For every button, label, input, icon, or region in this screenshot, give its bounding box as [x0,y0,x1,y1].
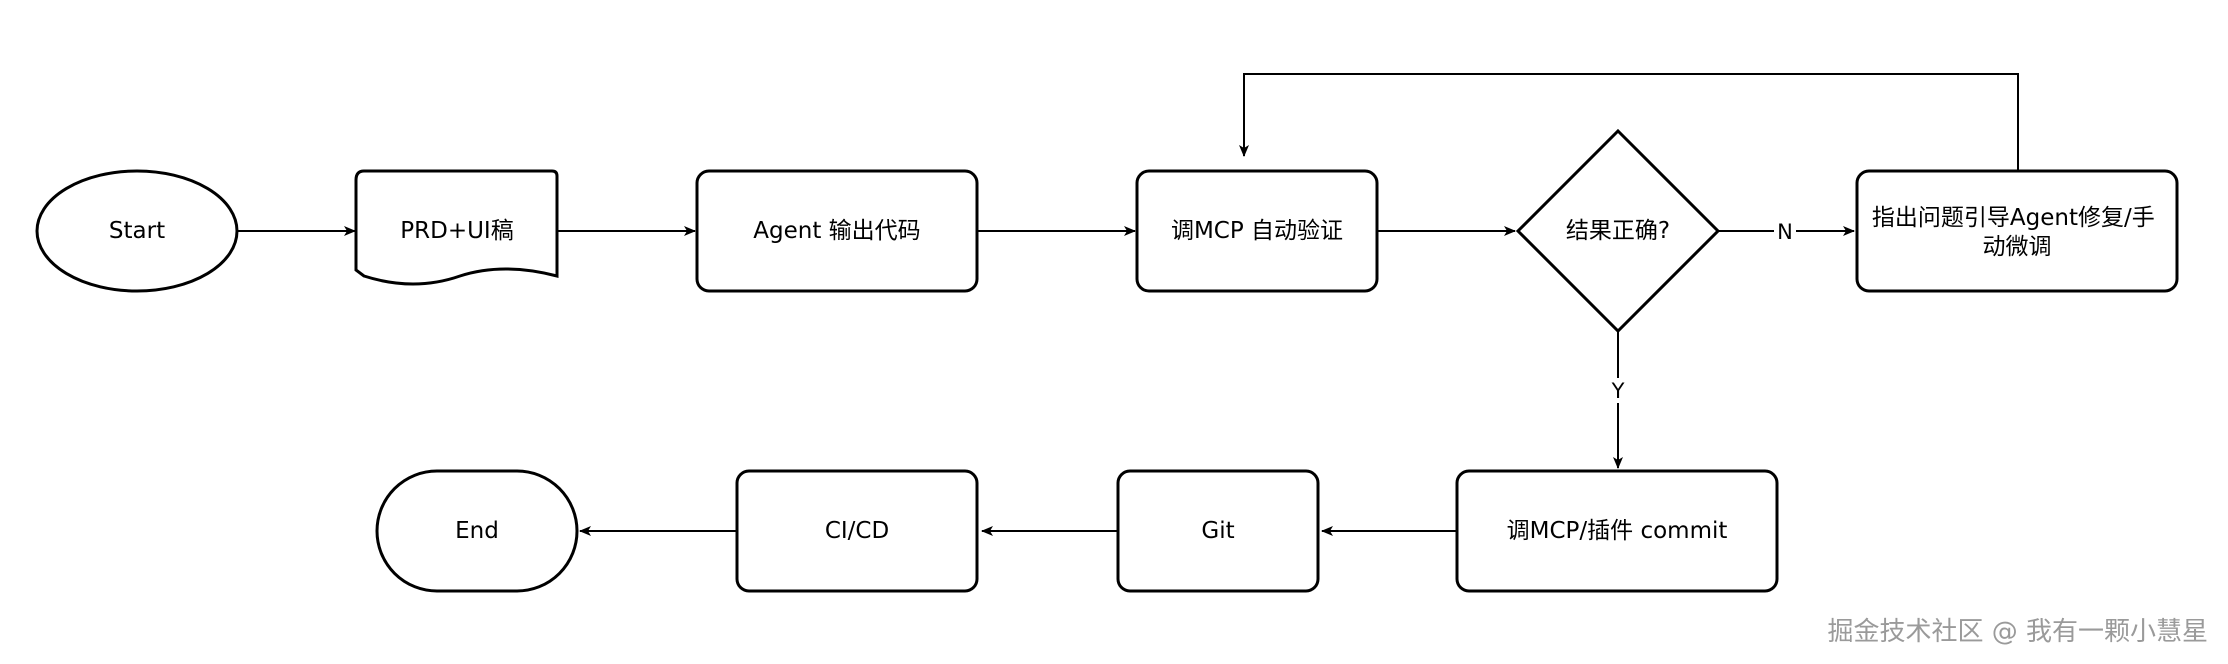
node-fix-label-line1: 指出问题引导Agent修复/手 [1872,205,2155,231]
node-fix-label-line2: 动微调 [1983,234,2052,260]
node-start: Start [35,169,239,293]
node-decision: 结果正确? [1515,128,1721,334]
node-start-label: Start [109,218,165,244]
node-end: End [375,469,579,593]
node-commit-label: 调MCP/插件 commit [1507,518,1728,544]
edge-label-yes: Y [1611,379,1625,403]
node-git-label: Git [1201,518,1234,544]
node-commit: 调MCP/插件 commit [1455,469,1779,593]
watermark-text: 掘金技术社区 @ 我有一颗小慧星 [1827,617,2208,647]
edge-fix-loop-back [1239,73,2019,172]
node-agent-output: Agent 输出代码 [695,169,979,293]
node-mcp-verify: 调MCP 自动验证 [1135,169,1379,293]
node-fix-label: 指出问题引导Agent修复/手 动微调 [1872,205,2162,260]
node-git: Git [1116,469,1320,593]
node-end-label: End [455,518,499,544]
node-mcp-verify-label: 调MCP 自动验证 [1171,218,1343,244]
node-cicd: CI/CD [735,469,979,593]
node-decision-label: 结果正确? [1566,218,1670,244]
edges: N Y [237,73,2019,536]
node-prd-label: PRD+UI稿 [400,218,513,244]
node-prd-document: PRD+UI稿 [354,169,559,286]
edge-label-no: N [1777,220,1793,244]
node-agent-output-label: Agent 输出代码 [753,218,920,244]
node-fix: 指出问题引导Agent修复/手 动微调 [1855,169,2179,293]
node-cicd-label: CI/CD [825,518,889,544]
